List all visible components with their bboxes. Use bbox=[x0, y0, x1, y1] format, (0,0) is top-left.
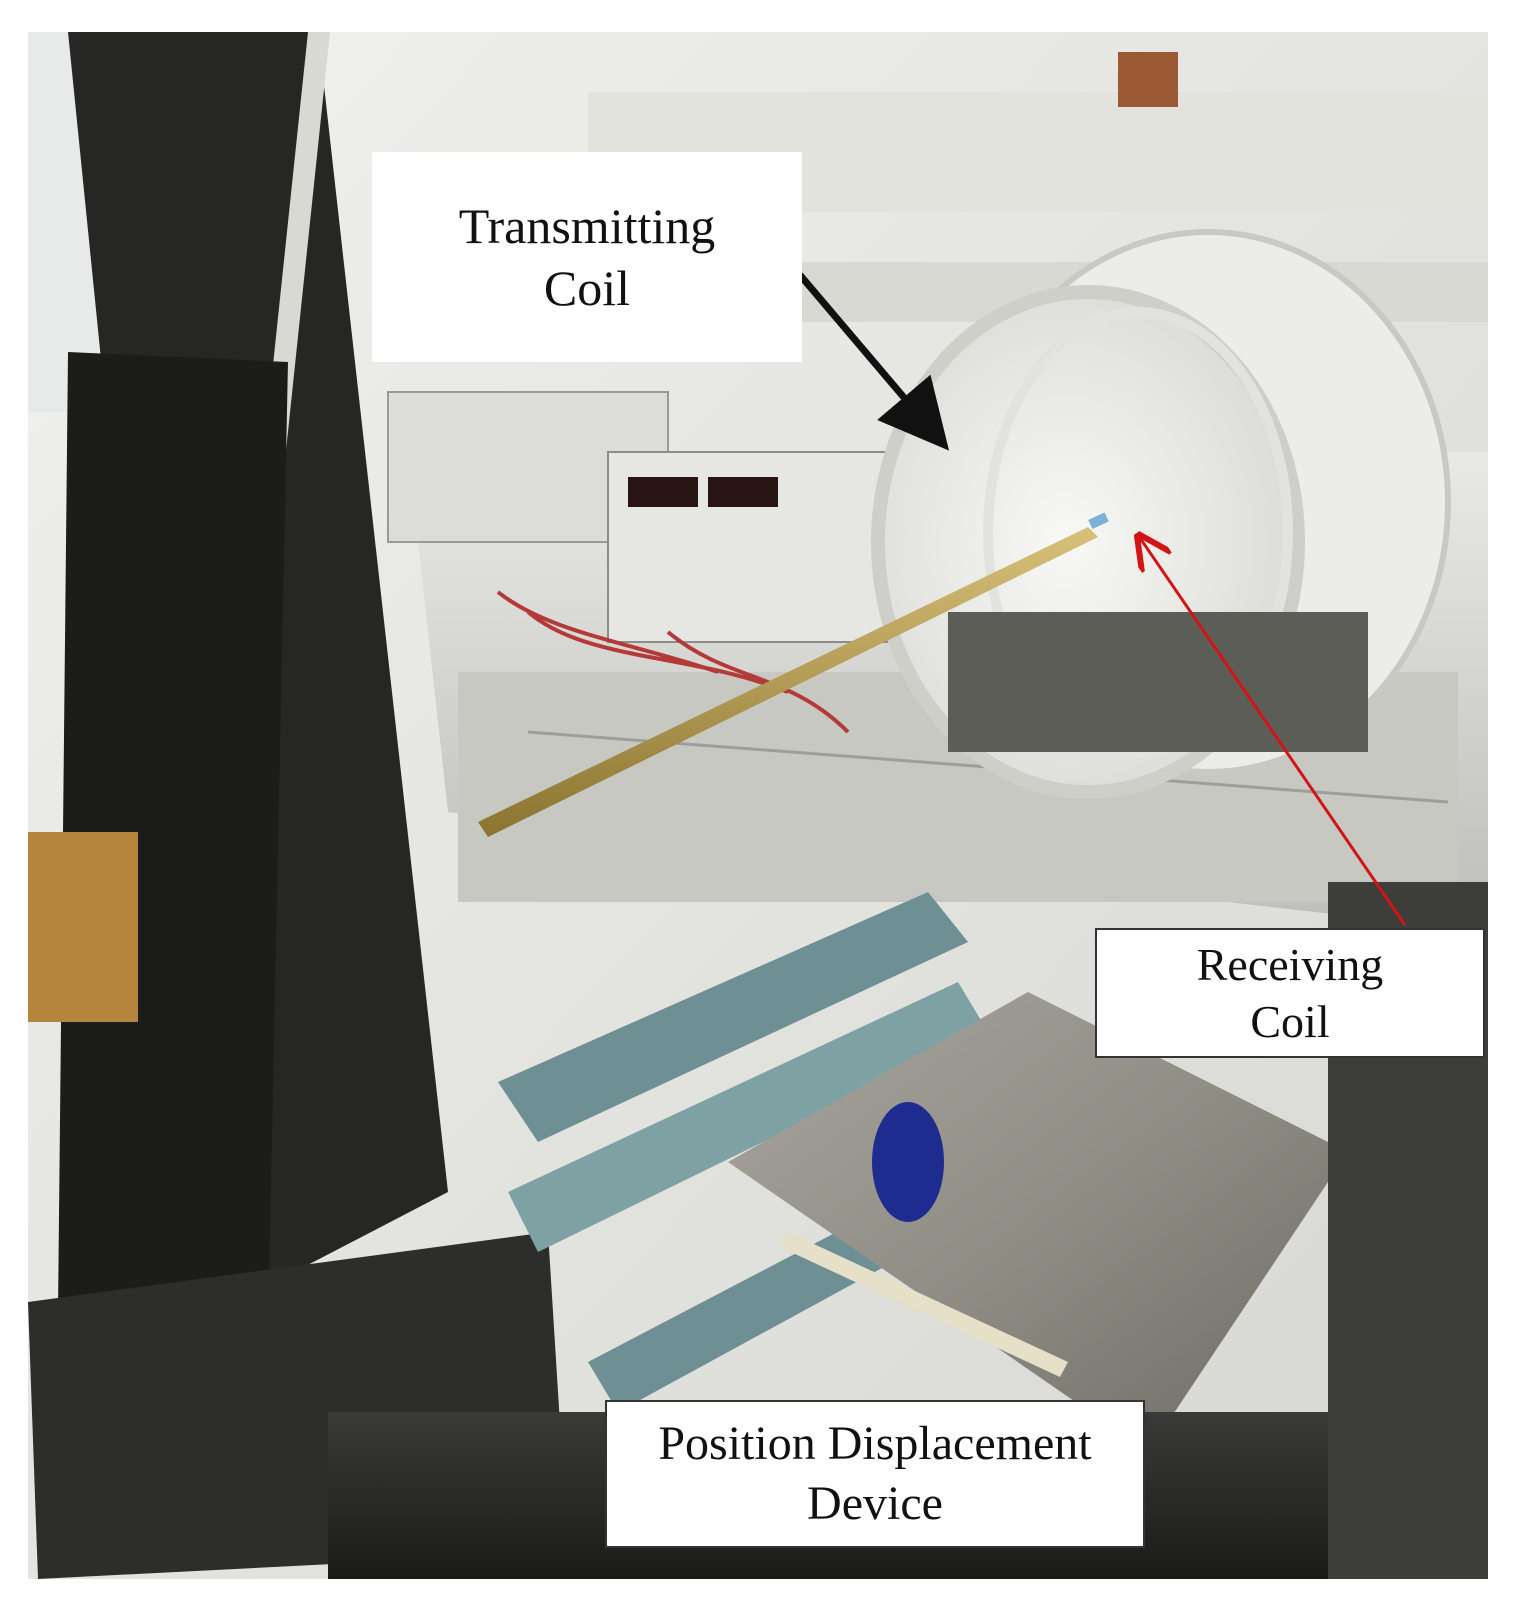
probe-rod bbox=[478, 527, 1098, 837]
transmitting-coil-label: Transmitting Coil bbox=[372, 152, 802, 362]
linear-rail-1 bbox=[498, 892, 968, 1142]
position-displacement-label-line2: Device bbox=[807, 1477, 943, 1530]
transmitting-coil-label-line1: Transmitting bbox=[458, 197, 716, 254]
stand-bracket bbox=[58, 352, 288, 1332]
flower-pot bbox=[1118, 52, 1178, 107]
test-leads bbox=[496, 590, 850, 734]
receiving-coil-label-line1: Receiving bbox=[1196, 938, 1384, 990]
steel-platform bbox=[728, 992, 1348, 1452]
power-supply-display-1 bbox=[628, 477, 698, 507]
position-displacement-label-line1: Position Displacement bbox=[658, 1417, 1092, 1470]
receiving-coil-label: Receiving Coil bbox=[1095, 928, 1485, 1058]
transmitting-coil-label-line2: Coil bbox=[543, 260, 631, 316]
white-rod bbox=[780, 1232, 1068, 1377]
coil-base bbox=[948, 612, 1368, 752]
position-displacement-device-label: Position Displacement Device bbox=[605, 1400, 1145, 1548]
blue-object bbox=[872, 1102, 944, 1222]
probe-tip bbox=[1088, 512, 1109, 530]
linear-rail-2 bbox=[508, 982, 988, 1252]
wooden-cabinet bbox=[28, 832, 138, 1022]
receiving-coil-label-line2: Coil bbox=[1250, 996, 1330, 1047]
power-supply-display-2 bbox=[708, 477, 778, 507]
